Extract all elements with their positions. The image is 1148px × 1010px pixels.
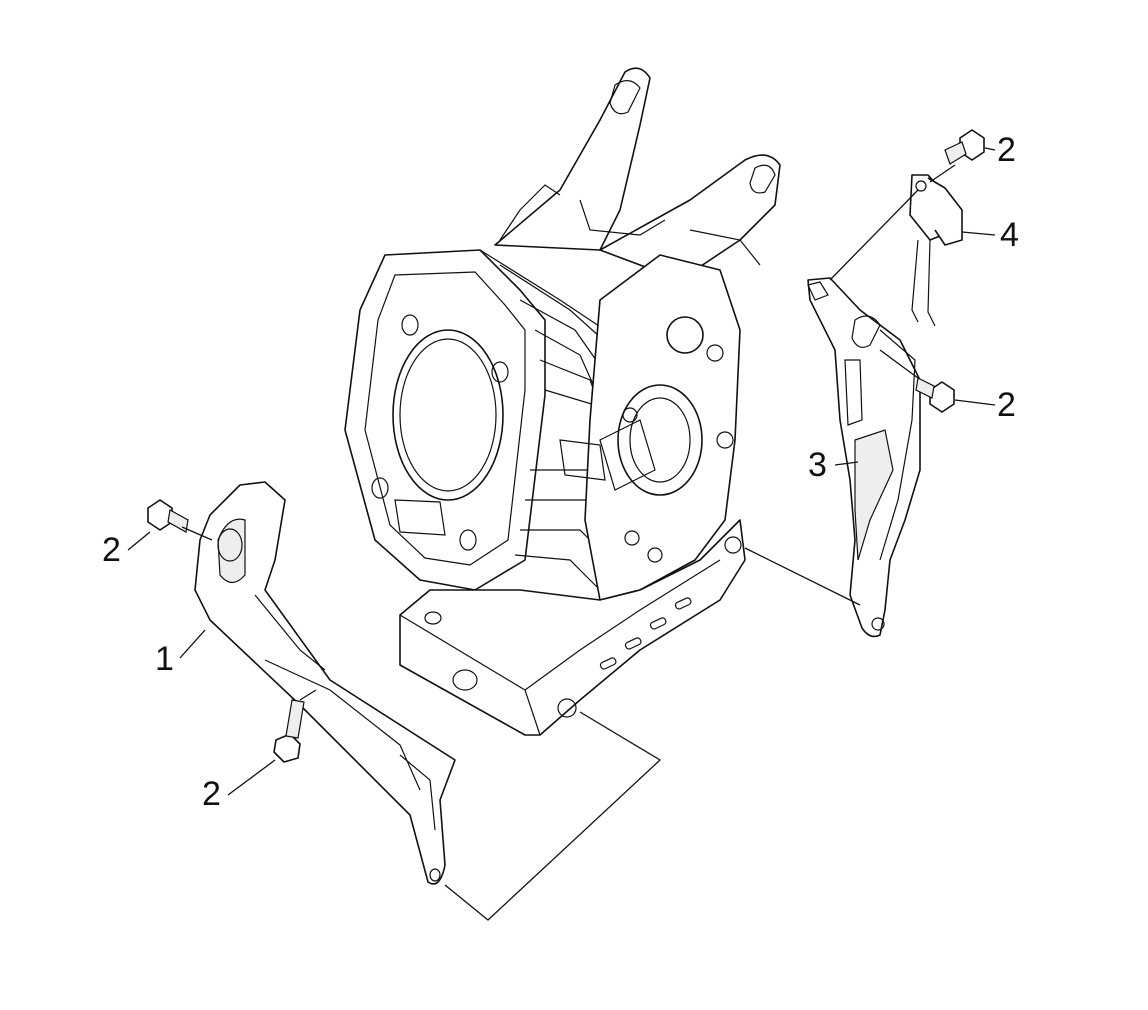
callout-bolt-left-lower: 2 <box>202 775 221 813</box>
left-bracket-part <box>194 481 456 885</box>
leader-lines <box>127 147 996 921</box>
engine-crankcase <box>344 67 781 736</box>
callout-bolt-left-upper: 2 <box>102 531 121 569</box>
callout-bracket-left: 1 <box>155 640 174 678</box>
bolt-left-upper <box>147 499 189 533</box>
bolt-left-lower <box>273 699 305 763</box>
callout-bolt-right-upper: 2 <box>997 131 1016 169</box>
callout-bolt-right-lower: 2 <box>997 386 1016 424</box>
ignition-module-part <box>909 174 963 327</box>
callout-ignition-module: 4 <box>1000 216 1019 254</box>
bolt-right-upper <box>944 129 985 165</box>
callout-shroud-right: 3 <box>808 446 827 484</box>
bolt-right-lower <box>915 377 955 413</box>
right-shroud-part <box>807 277 921 638</box>
